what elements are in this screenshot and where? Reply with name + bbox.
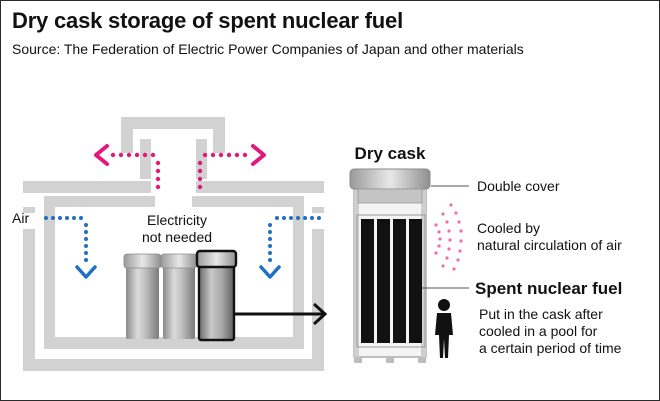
air-label: Air xyxy=(12,210,29,226)
heat-wave-icon xyxy=(434,203,463,271)
electricity-label-line2: not needed xyxy=(142,229,212,245)
air-inflow-left xyxy=(44,216,97,279)
hot-air-out-right xyxy=(197,144,266,190)
fuel-assemblies xyxy=(361,219,422,343)
double-cover xyxy=(349,168,431,204)
stored-cask-1 xyxy=(123,253,162,339)
spent-fuel-note-line2: cooled in a pool for xyxy=(479,323,598,339)
source-note: Source: The Federation of Electric Power… xyxy=(12,41,524,57)
stored-cask-3 xyxy=(195,249,238,342)
dry-cask-detail xyxy=(349,168,431,363)
spent-fuel-note-line3: a certain period of time xyxy=(479,340,622,356)
cooled-label-line2: natural circulation of air xyxy=(477,237,622,253)
electricity-label-line1: Electricity xyxy=(147,212,207,228)
double-cover-label: Double cover xyxy=(477,178,560,194)
page-title: Dry cask storage of spent nuclear fuel xyxy=(12,8,403,33)
person-icon xyxy=(435,299,453,358)
cooled-label-line1: Cooled by xyxy=(477,220,540,236)
storage-building xyxy=(23,117,324,371)
air-inflow-right xyxy=(259,216,321,279)
spent-fuel-note-line1: Put in the cask after xyxy=(479,306,603,322)
dry-cask-title: Dry cask xyxy=(355,144,426,163)
stored-cask-2 xyxy=(160,253,198,339)
arrow-right-icon xyxy=(235,302,328,326)
spent-fuel-label: Spent nuclear fuel xyxy=(475,279,622,298)
hot-air-out-left xyxy=(94,144,161,190)
